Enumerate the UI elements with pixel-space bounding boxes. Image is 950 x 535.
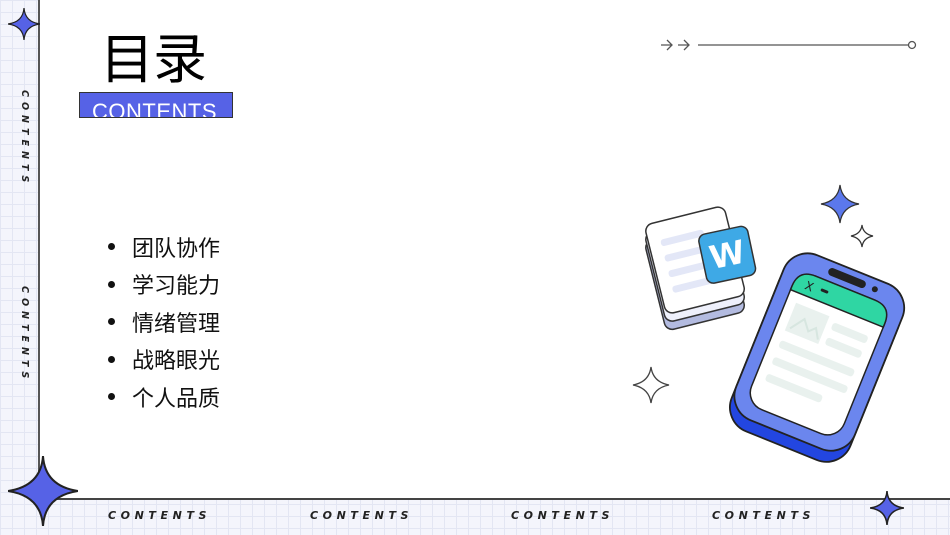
- bullet-icon: [108, 393, 115, 401]
- bullet-icon: [108, 355, 115, 363]
- list-item: 学习能力: [108, 266, 220, 304]
- phone-illustration: X: [729, 252, 906, 463]
- arrow-line-decoration: [661, 39, 917, 51]
- sparkle-icon-illustration-outline: [632, 366, 670, 404]
- bottom-label-4: CONTENTS: [712, 509, 816, 522]
- list-item-label: 战略眼光: [132, 349, 221, 375]
- bottom-label-1: CONTENTS: [108, 509, 212, 522]
- subtitle-badge: CONTENTS: [79, 92, 233, 118]
- sparkle-icon-bottom-left: [8, 456, 78, 526]
- side-label-top: CONTENTS: [19, 90, 30, 188]
- list-item-label: 个人品质: [132, 386, 221, 412]
- list-item-label: 情绪管理: [132, 311, 221, 337]
- bullet-icon: [108, 318, 115, 326]
- sparkle-icon-bottom-right: [870, 491, 904, 525]
- bottom-label-3: CONTENTS: [511, 509, 615, 522]
- contents-list: 团队协作 学习能力 情绪管理 战略眼光 个人品质: [108, 228, 220, 416]
- sparkle-icon-illustration-large: [820, 184, 860, 224]
- subtitle-text: CONTENTS: [92, 99, 217, 118]
- list-item: 情绪管理: [108, 303, 220, 341]
- list-item-label: 学习能力: [132, 274, 221, 300]
- sparkle-icon-illustration-small: [850, 224, 874, 248]
- bottom-label-2: CONTENTS: [310, 509, 414, 522]
- word-badge-icon: W: [698, 225, 757, 284]
- word-document-illustration: W: [645, 206, 757, 331]
- side-label-bottom: CONTENTS: [19, 286, 30, 384]
- bullet-icon: [108, 243, 115, 251]
- svg-text:W: W: [706, 233, 748, 278]
- list-item: 个人品质: [108, 378, 220, 416]
- bullet-icon: [108, 280, 115, 288]
- page-title: 目录: [100, 28, 207, 91]
- list-item: 战略眼光: [108, 341, 220, 379]
- list-item-label: 团队协作: [132, 236, 221, 262]
- sparkle-icon-top-left: [8, 8, 40, 40]
- list-item: 团队协作: [108, 228, 220, 266]
